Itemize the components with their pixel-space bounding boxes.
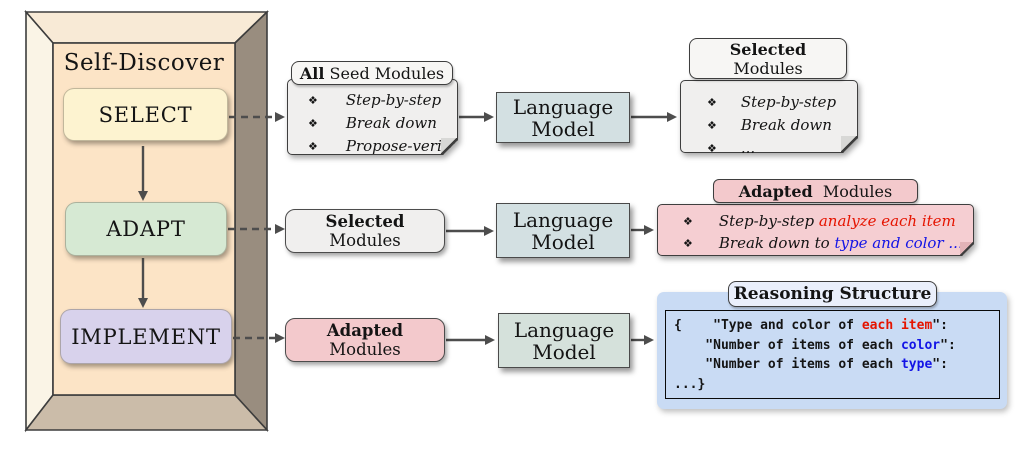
adapt-step-label: ADAPT <box>106 217 186 241</box>
selected-item-2: Break down <box>740 116 832 134</box>
adapted-modules-note: ❖ Step-by-step analyze each item ❖ Break… <box>657 204 974 256</box>
lm3-line1: Language <box>513 317 615 342</box>
code-line-2: "Number of items of each color": <box>674 336 991 356</box>
code-line-3-post: ": <box>932 357 948 372</box>
diamond-bullet-icon: ❖ <box>707 119 717 132</box>
selected-modules-box: Selected Modules <box>285 209 445 253</box>
language-model-box-3: Language Model <box>498 313 630 368</box>
frame-right-bevel <box>234 10 268 433</box>
select-step-box: SELECT <box>63 88 228 141</box>
frame-bottom-bevel <box>24 394 269 431</box>
adapted-label-rest: Modules <box>812 181 893 201</box>
lm1-line1: Language <box>512 94 614 119</box>
diamond-bullet-icon: ❖ <box>683 215 693 228</box>
code-line-3-highlight: type <box>900 357 933 372</box>
code-line-4: ...} <box>674 375 991 395</box>
diamond-bullet-icon: ❖ <box>308 140 318 153</box>
selected-modules-note: ❖ Step-by-step ❖ Break down ❖ ... <box>680 80 858 153</box>
seed-item-3: Propose-verify <box>345 137 456 155</box>
lm1-line2: Model <box>531 116 595 141</box>
adapted-box-line1: Adapted <box>326 320 404 340</box>
adapted-item-2-plain: Break down to <box>718 234 835 252</box>
seed-modules-note: ❖ Step-by-step ❖ Break down ❖ Propose-ve… <box>287 79 458 155</box>
reasoning-structure-code: { "Type and color of each item": "Number… <box>665 310 1000 399</box>
code-line-1-pre: { "Type and color of <box>674 318 862 333</box>
reasoning-label-text: Reasoning Structure <box>733 283 932 304</box>
code-line-2-post: ": <box>940 337 956 353</box>
seed-label-rest: Seed Modules <box>324 63 445 83</box>
code-line-4-pre: ...} <box>674 376 706 392</box>
adapted-box-line2: Modules <box>329 340 401 359</box>
diamond-bullet-icon: ❖ <box>308 117 318 130</box>
seed-item-2: Break down <box>345 114 437 132</box>
adapt-step-box: ADAPT <box>65 202 227 256</box>
seed-modules-note-paper: ❖ Step-by-step ❖ Break down ❖ Propose-ve… <box>287 79 458 155</box>
selected-label-line2: Modules <box>733 58 803 78</box>
diamond-bullet-icon: ❖ <box>683 237 693 250</box>
selected-box-line1: Selected <box>325 211 405 231</box>
selected-item-1: Step-by-step <box>740 93 837 111</box>
adapted-item-1-plain: Step-by-step <box>718 212 819 230</box>
select-step-label: SELECT <box>98 102 193 127</box>
code-line-1: { "Type and color of each item": <box>674 316 991 336</box>
seed-modules-label: All Seed Modules <box>291 61 453 85</box>
frame-title: Self-Discover <box>63 50 225 76</box>
adapted-item-1-colored: analyze each item <box>818 212 956 230</box>
code-line-2-highlight: color <box>900 337 941 353</box>
lm3-line2: Model <box>532 339 596 364</box>
seed-label-bold: All <box>299 63 325 83</box>
code-line-3: "Number of items of each type": <box>674 355 991 375</box>
language-model-box-1: Language Model <box>496 92 630 143</box>
code-line-2-pre: "Number of items of each <box>674 337 901 353</box>
reasoning-structure-label: Reasoning Structure <box>728 281 937 307</box>
adapted-modules-box: Adapted Modules <box>285 318 445 362</box>
frame-top-bevel <box>24 11 269 44</box>
lm2-line2: Model <box>531 229 595 254</box>
lm2-line1: Language <box>512 207 614 232</box>
adapted-modules-note-label: Adapted Modules <box>713 179 918 203</box>
language-model-box-2: Language Model <box>496 203 630 258</box>
implement-step-box: IMPLEMENT <box>60 309 232 364</box>
selected-modules-note-label: Selected Modules <box>689 38 847 79</box>
selected-modules-note-paper: ❖ Step-by-step ❖ Break down ❖ ... <box>680 80 858 153</box>
implement-step-label: IMPLEMENT <box>71 324 221 349</box>
seed-item-1: Step-by-step <box>345 91 442 109</box>
code-line-3-pre: "Number of items of each <box>674 357 901 372</box>
code-line-1-post: ": <box>932 318 948 333</box>
reasoning-structure-panel <box>657 292 1007 409</box>
selected-label-line1: Selected <box>729 39 807 59</box>
adapted-item-2-colored: type and color ... <box>834 234 963 252</box>
diamond-bullet-icon: ❖ <box>707 142 717 155</box>
selected-item-3: ... <box>740 139 756 157</box>
adapted-label-bold: Adapted <box>738 181 813 201</box>
diamond-bullet-icon: ❖ <box>308 94 318 107</box>
adapted-modules-note-paper: ❖ Step-by-step analyze each item ❖ Break… <box>657 204 974 256</box>
frame-left-bevel <box>25 9 54 433</box>
diamond-bullet-icon: ❖ <box>707 96 717 109</box>
selected-box-line2: Modules <box>329 231 401 250</box>
code-line-1-highlight: each item <box>861 318 933 333</box>
